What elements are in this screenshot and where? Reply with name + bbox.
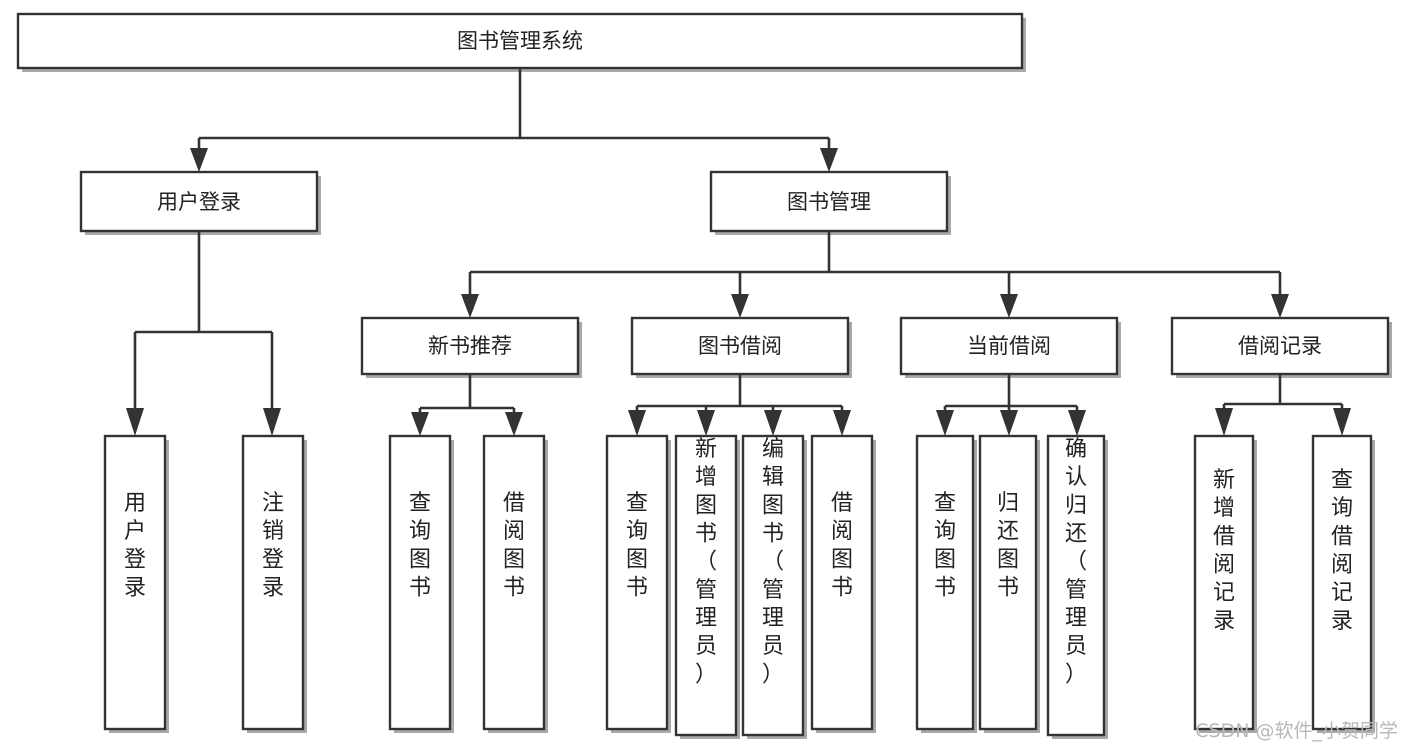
leaf-label: 查询图书 [626,491,648,600]
leaf-user-login-1[interactable]: 注销登录 [241,434,307,733]
node-book-borrow[interactable]: 图书借阅 [630,316,852,378]
book-manage-box [709,170,949,233]
leaf-new-book-recommend-0[interactable]: 查询图书 [388,434,454,733]
borrow-record-label: 借阅记录 [1238,334,1322,358]
leaf-book-borrow-1[interactable]: 新增图书（管理员） [674,434,740,739]
arrow-to-bb-leaf-0 [628,410,646,436]
leaf-book-borrow-2[interactable]: 编辑图书（管理员） [741,434,807,739]
node-user-login[interactable]: 用户登录 [79,170,321,235]
leaf-box [1046,434,1106,737]
node-borrow-record[interactable]: 借阅记录 [1170,316,1392,378]
leaf-box [1193,434,1255,731]
leaf-box [674,434,738,737]
user-login-box [79,170,319,233]
new-book-recommend-label: 新书推荐 [428,334,512,358]
leaf-label: 编辑图书（管理员） [762,437,784,687]
arrow-to-bb-leaf-1 [697,410,715,436]
arrow-to-br-leaf-1 [1333,408,1351,436]
leaf-current-borrow-1[interactable]: 归还图书 [978,434,1040,733]
arrow-to-nbr-leaf-0 [411,412,429,436]
arrow-to-borrow-record [1271,294,1289,318]
leaf-label: 查询图书 [934,491,956,600]
book-manage-label: 图书管理 [787,190,871,214]
leaf-book-borrow-0[interactable]: 查询图书 [605,434,671,733]
arrow-to-bb-leaf-3 [833,410,851,436]
leaf-box [241,434,305,731]
leaf-borrow-record-0[interactable]: 新增借阅记录 [1193,434,1257,733]
leaf-current-borrow-0[interactable]: 查询图书 [915,434,977,733]
arrow-to-cb-leaf-2 [1068,410,1086,436]
leaf-box [810,434,874,731]
leaf-box [482,434,546,731]
arrow-to-cb-leaf-1 [1000,410,1018,436]
leaf-box [605,434,669,731]
leaf-box [978,434,1038,731]
leaf-label: 借阅图书 [831,491,853,600]
node-new-book-recommend[interactable]: 新书推荐 [360,316,582,378]
leaf-box [1311,434,1373,731]
arrow-to-book-borrow [731,294,749,318]
new-book-recommend-box [360,316,580,376]
leaf-box [915,434,975,731]
arrow-to-user-login [190,148,208,172]
leaf-label: 查询图书 [409,491,431,600]
borrow-record-box [1170,316,1390,376]
node-root[interactable]: 图书管理系统 [16,12,1026,72]
arrow-to-user-login-leaf-0 [126,408,144,436]
csdn-watermark: CSDN @软件_小贺同学 [1195,720,1398,742]
arrow-to-nbr-leaf-1 [505,412,523,436]
leaf-new-book-recommend-1[interactable]: 借阅图书 [482,434,548,733]
leaf-label: 用户登录 [124,491,146,600]
node-current-borrow[interactable]: 当前借阅 [899,316,1121,378]
user-login-label: 用户登录 [157,190,241,214]
root-label: 图书管理系统 [457,29,583,53]
leaf-label: 新增借阅记录 [1213,468,1235,634]
arrow-to-cb-leaf-0 [936,410,954,436]
node-book-manage[interactable]: 图书管理 [709,170,951,235]
leaf-label: 新增图书（管理员） [695,437,717,687]
current-borrow-label: 当前借阅 [967,334,1051,358]
leaf-user-login-0[interactable]: 用户登录 [103,434,169,733]
leaf-label: 注销登录 [262,491,284,600]
leaf-current-borrow-2[interactable]: 确认归还（管理员） [1046,434,1108,739]
book-borrow-label: 图书借阅 [698,334,782,358]
leaf-borrow-record-1[interactable]: 查询借阅记录 [1311,434,1375,733]
arrow-to-current-borrow [1000,294,1018,318]
leaf-label: 查询借阅记录 [1331,468,1353,634]
leaf-box [388,434,452,731]
arrow-to-new-book-recommend [461,294,479,318]
leaf-label: 确认归还（管理员） [1065,437,1087,687]
arrow-to-bb-leaf-2 [764,410,782,436]
current-borrow-box [899,316,1119,376]
root-box [16,12,1024,70]
leaf-box [741,434,805,737]
leaf-label: 归还图书 [997,491,1019,600]
arrow-to-br-leaf-0 [1215,408,1233,436]
leaf-box [103,434,167,731]
arrow-to-user-login-leaf-1 [263,408,281,436]
leaf-label: 借阅图书 [503,491,525,600]
arrow-to-book-manage [820,148,838,172]
leaf-book-borrow-3[interactable]: 借阅图书 [810,434,876,733]
